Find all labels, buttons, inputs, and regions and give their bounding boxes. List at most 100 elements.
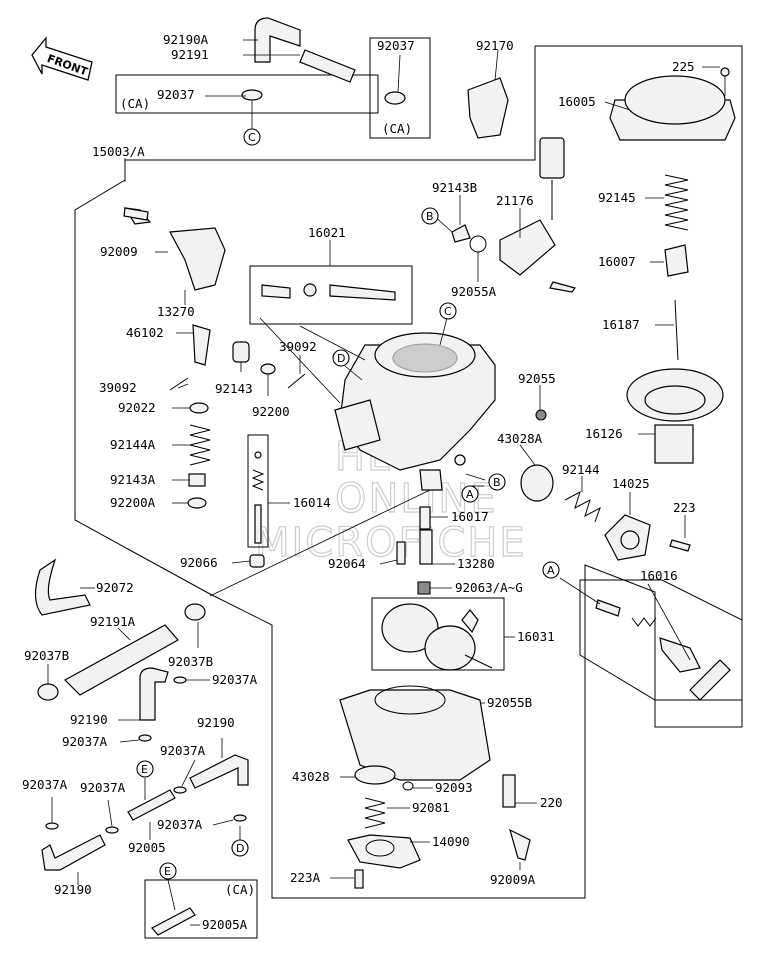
holder-16007 xyxy=(664,244,689,277)
part-label: 92055 xyxy=(518,371,556,386)
clamp-92037-left xyxy=(241,89,263,101)
clamp-92037-top xyxy=(384,91,406,105)
pin-39092-right xyxy=(287,373,306,389)
front-arrow-icon: FRONT xyxy=(31,36,93,81)
washer-92200A xyxy=(187,497,207,509)
bracket-13270 xyxy=(123,207,226,291)
part-label: 92063/A~G xyxy=(455,580,523,595)
hose-92191A xyxy=(64,624,179,696)
hose-92191 xyxy=(299,49,356,83)
screw-223-right xyxy=(669,539,691,552)
spring-92144 xyxy=(564,490,601,523)
jet-92064 xyxy=(396,541,406,565)
part-label: 16126 xyxy=(585,426,623,441)
part-label: 92037A xyxy=(22,777,68,792)
starter-plunger-16016 xyxy=(595,599,731,701)
screw-223A xyxy=(354,869,364,889)
callout-c-carb-label: C xyxy=(444,305,452,318)
part-label: 39092 xyxy=(99,380,137,395)
screw-16021 xyxy=(261,283,396,301)
callout-e-mid-label: E xyxy=(141,763,148,776)
part-label: 92037A xyxy=(212,672,258,687)
callout-d-bottom-label: D xyxy=(236,842,244,855)
throttle-sensor-21176 xyxy=(499,137,565,276)
callout-a-right xyxy=(542,561,560,579)
part-label: 92190 xyxy=(197,715,235,730)
part-label: 92200 xyxy=(252,404,290,419)
callout-e-mid xyxy=(136,760,154,778)
top-cover-16005 xyxy=(609,67,736,141)
hose-92190-right xyxy=(189,754,249,789)
part-label: 92190A xyxy=(163,32,209,47)
ca-box-top xyxy=(369,37,431,139)
part-label: 92037 xyxy=(377,38,415,53)
hose-92190-bottom xyxy=(41,834,106,871)
box-16021 xyxy=(249,265,413,325)
callout-c-top xyxy=(243,128,261,146)
collar-92143A xyxy=(188,473,206,487)
part-label: 92145 xyxy=(598,190,636,205)
ca-box-bottom xyxy=(144,879,258,939)
clamp-92037B-right xyxy=(184,603,206,621)
callout-b-left xyxy=(421,207,439,225)
bracket-92170 xyxy=(467,77,509,139)
part-label: 39092 xyxy=(279,339,317,354)
part-label: 92037A xyxy=(160,743,206,758)
part-label: 13280 xyxy=(457,556,495,571)
spring-92145 xyxy=(664,174,689,231)
part-label: 16005 xyxy=(558,94,596,109)
part-label: 16031 xyxy=(517,629,555,644)
part-label: 92064 xyxy=(328,556,366,571)
part-label: 43028 xyxy=(292,769,330,784)
jet-16017 xyxy=(419,506,431,530)
part-label: 92037A xyxy=(80,780,126,795)
cover-43028A xyxy=(520,464,554,502)
ca-label-left: (CA) xyxy=(120,96,150,111)
part-label: 92200A xyxy=(110,495,156,510)
part-label: 92190 xyxy=(70,712,108,727)
part-label: 16017 xyxy=(451,509,489,524)
pin-39092-left xyxy=(169,377,189,391)
cover-14090 xyxy=(347,834,421,869)
clamp-92037A-3 xyxy=(173,786,187,794)
bracket-92143B xyxy=(451,224,471,243)
part-label: 92143B xyxy=(432,180,477,195)
part-label: 225 xyxy=(672,59,695,74)
oring-92055 xyxy=(535,409,547,421)
part-label: 92191 xyxy=(171,47,209,62)
plug-92066 xyxy=(249,554,265,568)
part-label: 15003/A xyxy=(92,144,145,159)
gasket-43028 xyxy=(354,765,396,785)
part-label: 220 xyxy=(540,795,563,810)
part-label: 92143 xyxy=(215,381,253,396)
part-label: 92081 xyxy=(412,800,450,815)
part-label: 92170 xyxy=(476,38,514,53)
part-label: 21176 xyxy=(496,193,534,208)
spring-92144A xyxy=(189,424,211,466)
callout-a-right-label: A xyxy=(547,564,555,577)
part-label: 92143A xyxy=(110,472,156,487)
part-label: 92055B xyxy=(487,695,532,710)
box-16016 xyxy=(579,579,743,701)
part-label: 92005A xyxy=(202,917,248,932)
part-label: 223A xyxy=(290,870,321,885)
float-bowl xyxy=(339,685,491,781)
pump-cover-14025 xyxy=(604,514,651,561)
callout-d-bottom xyxy=(231,839,249,857)
jet-needle-16187 xyxy=(674,299,679,361)
washer-92200 xyxy=(260,363,276,375)
bolt-92009 xyxy=(123,207,149,221)
watermark-line-3: MICROFICHE xyxy=(255,520,527,566)
part-label: 92072 xyxy=(96,580,134,595)
callout-a-mid-label: A xyxy=(466,488,474,501)
band-92072 xyxy=(34,558,91,616)
part-label: 92009A xyxy=(490,872,536,887)
callout-c-top-label: C xyxy=(248,131,256,144)
part-label: 92144A xyxy=(110,437,156,452)
jet-92063 xyxy=(417,581,431,595)
part-label: 92037B xyxy=(24,648,69,663)
washer-92022 xyxy=(189,402,209,414)
box-16031 xyxy=(371,597,505,671)
part-label: 92037A xyxy=(157,817,203,832)
